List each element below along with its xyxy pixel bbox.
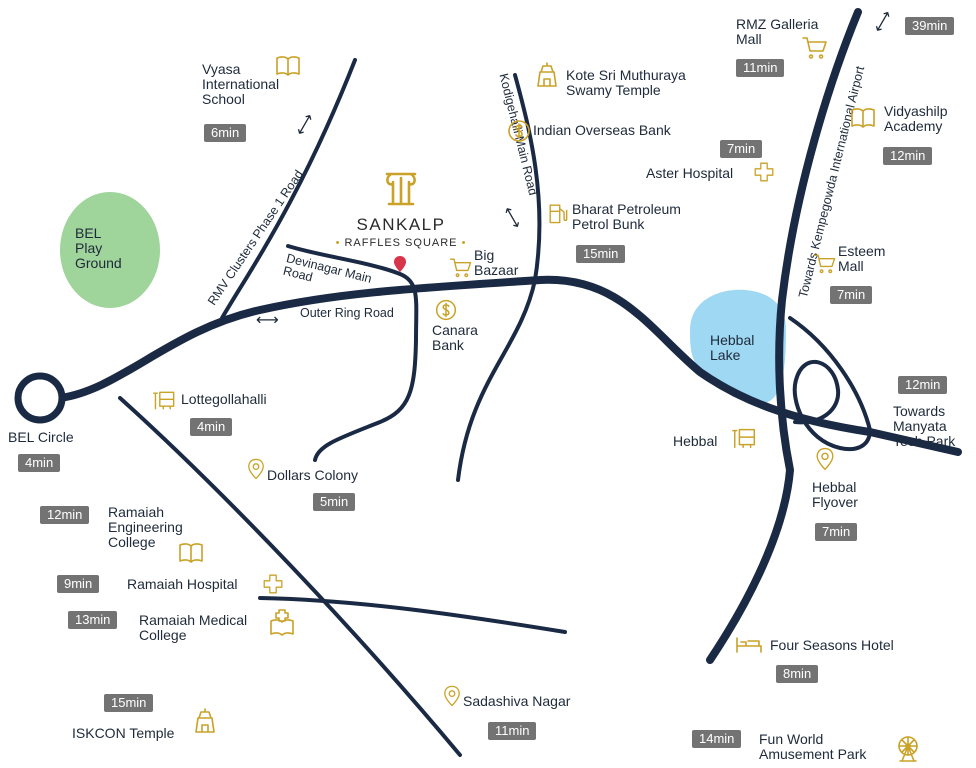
rmz-time: 11min xyxy=(736,59,785,77)
cross-road xyxy=(258,596,567,634)
iskcon-time: 15min xyxy=(104,694,154,712)
temple-icon xyxy=(532,60,562,90)
brand-sub: • RAFFLES SQUARE • xyxy=(335,237,467,249)
sankalp-brand: SANKALP • RAFFLES SQUARE • xyxy=(330,168,472,249)
big-bazaar-label: Big Bazaar xyxy=(474,247,519,278)
sankalp-location-pin xyxy=(394,256,406,272)
brand-sub-text: RAFFLES SQUARE xyxy=(344,237,458,249)
ramaiah-hosp-time: 9min xyxy=(57,575,100,593)
bharat-label: Bharat Petroleum Petrol Bunk xyxy=(572,201,681,232)
location-pin-icon xyxy=(812,444,838,474)
ramaiah-med-time: 13min xyxy=(68,611,118,629)
hebbal-label: Hebbal xyxy=(673,433,718,449)
ramaiah-eng-time: 12min xyxy=(40,506,90,524)
hebbal-flyover-time: 7min xyxy=(815,523,858,541)
sadashiva-label: Sadashiva Nagar xyxy=(463,693,571,709)
fun-world-label: Fun World Amusement Park xyxy=(759,731,867,762)
temple-icon xyxy=(190,706,220,736)
devinagar-main-road xyxy=(286,244,419,462)
medical-book-icon xyxy=(267,607,297,637)
four-seasons-label: Four Seasons Hotel xyxy=(770,637,894,653)
lottegollahalli-time: 4min xyxy=(190,418,233,436)
ramaiah-road xyxy=(118,396,462,757)
dollars-label: Dollars Colony xyxy=(267,467,359,483)
bel-circle-roundabout xyxy=(14,372,66,424)
bel-circle-label: BEL Circle xyxy=(8,429,74,445)
brand-name: SANKALP xyxy=(356,215,446,234)
ramaiah-eng-label: Ramaiah Engineering College xyxy=(108,504,183,550)
manyata-label: Towards Manyata Tech Park xyxy=(893,403,956,449)
ramaiah-med-label: Ramaiah Medical College xyxy=(139,612,248,643)
bel-circle-time: 4min xyxy=(18,454,61,472)
hebbal-lake-area xyxy=(690,289,786,404)
canara-label: Canara Bank xyxy=(432,322,478,353)
rmv-clusters-road xyxy=(220,58,357,320)
aster-time: 7min xyxy=(720,140,763,158)
bus-icon xyxy=(731,425,759,453)
outer-ring-road xyxy=(56,275,962,456)
manyata-time: 12min xyxy=(898,376,948,394)
dollars-time: 5min xyxy=(313,493,356,511)
cart-icon xyxy=(448,254,474,280)
airport-highway xyxy=(706,8,862,664)
vyasa-label: Vyasa International School xyxy=(202,61,280,107)
hebbal-flyover-label: Hebbal Flyover xyxy=(812,479,858,510)
kote-label: Kote Sri Muthuraya Swamy Temple xyxy=(566,67,686,98)
esteem-time: 7min xyxy=(830,286,873,304)
hebbal-lake-label: Hebbal Lake xyxy=(710,332,755,363)
sankalp-logo-icon xyxy=(385,172,417,206)
bed-icon xyxy=(734,632,764,656)
hospital-cross-icon xyxy=(261,572,285,596)
cart-icon xyxy=(800,32,830,62)
ramaiah-hosp-label: Ramaiah Hospital xyxy=(127,576,238,592)
hospital-cross-icon xyxy=(752,160,776,184)
bharat-time: 15min xyxy=(576,245,626,263)
bus-icon xyxy=(152,388,178,414)
esteem-label: Esteem Mall xyxy=(838,243,886,274)
vidyashilp-time: 12min xyxy=(883,147,933,165)
four-seasons-time: 8min xyxy=(776,665,819,683)
location-pin-icon xyxy=(244,455,268,483)
ferris-wheel-icon xyxy=(893,733,923,763)
cart-icon xyxy=(812,250,838,276)
book-icon xyxy=(848,102,878,132)
vyasa-time: 6min xyxy=(204,124,247,142)
fun-world-time: 14min xyxy=(692,730,742,748)
bel-play-ground-label: BEL Play Ground xyxy=(75,225,122,271)
bel-play-ground-area xyxy=(60,192,160,308)
aster-label: Aster Hospital xyxy=(646,165,734,181)
lottegollahalli-label: Lottegollahalli xyxy=(181,391,267,407)
airport-time: 39min xyxy=(905,17,955,35)
location-pin-icon xyxy=(440,682,464,710)
outer-ring-road-label: Outer Ring Road xyxy=(300,306,394,320)
iskcon-label: ISKCON Temple xyxy=(72,725,175,741)
sadashiva-time: 11min xyxy=(488,722,537,740)
bank-icon xyxy=(504,116,534,146)
vidyashilp-label: Vidyashilp Academy xyxy=(884,103,948,134)
book-icon xyxy=(273,50,303,80)
bank-icon xyxy=(432,296,460,324)
book-icon xyxy=(176,537,206,567)
fuel-icon xyxy=(545,200,571,226)
iob-label: Indian Overseas Bank xyxy=(533,122,671,138)
rmz-label: RMZ Galleria Mall xyxy=(736,16,819,47)
outer-ring-arrow: ⟷ xyxy=(256,312,279,329)
hebbal-flyover-loop xyxy=(788,316,872,451)
